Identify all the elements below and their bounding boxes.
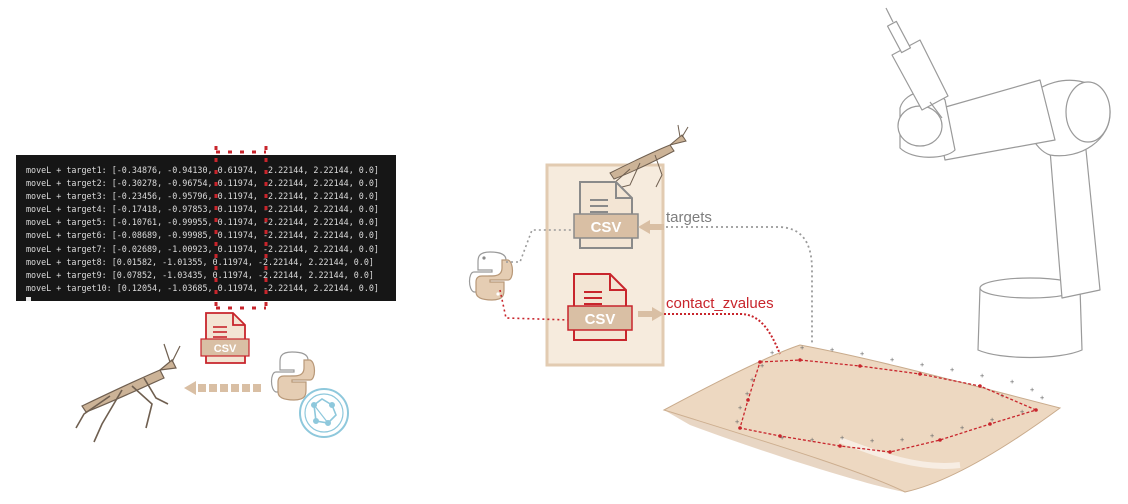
svg-text:+: +: [760, 362, 764, 370]
svg-text:+: +: [770, 349, 774, 357]
svg-text:+: +: [840, 434, 844, 442]
svg-text:+: +: [1010, 378, 1014, 386]
terminal-line: moveL + target3: [-0.23456, -0.95796, 0.…: [26, 191, 379, 202]
contact-boundary: [738, 358, 1038, 454]
svg-text:+: +: [1030, 386, 1034, 394]
svg-text:+: +: [735, 418, 739, 426]
svg-text:+: +: [930, 432, 934, 440]
csv-label: CSV: [591, 219, 622, 236]
surface-point-grid: ++++ ++++ ++ ++++ ++++ ++++ ++++: [735, 344, 1044, 445]
svg-text:+: +: [738, 404, 742, 412]
terminal-line: moveL + target6: [-0.08689, -0.99985, 0.…: [26, 230, 379, 241]
svg-text:+: +: [950, 366, 954, 374]
svg-text:+: +: [1020, 408, 1024, 416]
csv-file-icon: CSV: [200, 312, 250, 364]
svg-text:+: +: [745, 390, 749, 398]
terminal-line: moveL + target2: [-0.30278, -0.96754, 0.…: [26, 178, 379, 189]
svg-text:+: +: [900, 436, 904, 444]
arrow-icon: [638, 220, 664, 321]
terminal-line: moveL + target4: [-0.17418, -0.97853, 0.…: [26, 204, 379, 215]
svg-text:+: +: [980, 372, 984, 380]
csv-label: CSV: [585, 311, 616, 328]
targets-label: targets: [666, 209, 712, 226]
svg-text:+: +: [780, 434, 784, 442]
terminal-line: moveL + target7: [-0.02689, -1.00923, 0.…: [26, 243, 379, 254]
svg-text:+: +: [1040, 394, 1044, 402]
svg-text:+: +: [990, 416, 994, 424]
terminal-line: moveL + target9: [0.07852, -1.03435, 0.1…: [26, 269, 374, 280]
csv-file-icon: CSV: [567, 273, 633, 341]
svg-text:+: +: [920, 361, 924, 369]
svg-text:+: +: [830, 346, 834, 354]
svg-text:+: +: [870, 437, 874, 445]
contact-zvalues-label: contact_zvalues: [666, 295, 774, 312]
robot-arm-icon: [885, 7, 1111, 359]
python-icon: [468, 251, 514, 301]
grasshopper-icon: [75, 343, 181, 443]
terminal-cursor: [26, 296, 31, 301]
terminal-output: moveL + target1: [-0.34876, -0.94130, 0.…: [16, 155, 396, 301]
circuit-node-icon: [299, 388, 349, 438]
python-icon: [270, 351, 316, 401]
surface-mesh-icon: [662, 344, 1062, 493]
csv-label: CSV: [214, 343, 237, 355]
terminal-line: moveL + target5: [-0.10761, -0.99955, 0.…: [26, 217, 379, 228]
svg-text:+: +: [960, 424, 964, 432]
svg-text:+: +: [750, 376, 754, 384]
terminal-line: moveL + target10: [0.12054, -1.03685, 0.…: [26, 282, 379, 293]
terminal-line: moveL + target1: [-0.34876, -0.94130, 0.…: [26, 165, 379, 175]
svg-text:+: +: [800, 344, 804, 352]
arrow-icon: [184, 381, 261, 395]
csv-file-icon: CSV: [573, 181, 639, 249]
svg-text:+: +: [860, 350, 864, 358]
terminal-line: moveL + target8: [0.01582, -1.01355, 0.1…: [26, 256, 374, 267]
svg-text:+: +: [810, 436, 814, 444]
svg-text:+: +: [890, 356, 894, 364]
